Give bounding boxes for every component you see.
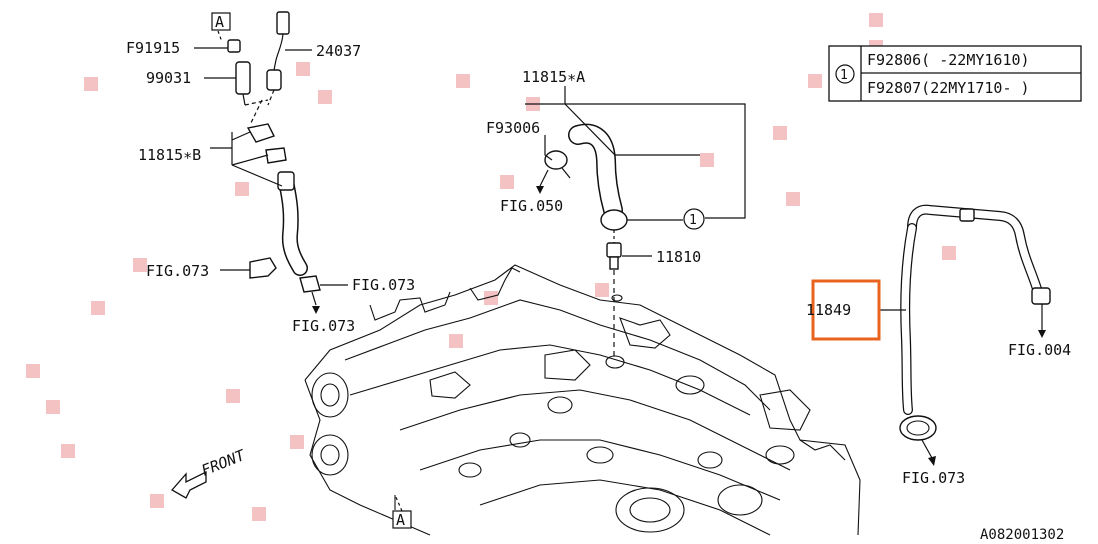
label-11810[interactable]: 11810 bbox=[656, 248, 701, 266]
callout-a-top: A bbox=[215, 13, 224, 31]
diagram-id: A082001302 bbox=[980, 527, 1064, 543]
callout-a-bottom: A bbox=[396, 511, 405, 529]
label-11849[interactable]: 11849 bbox=[806, 301, 851, 319]
left-leader-lines bbox=[194, 47, 348, 286]
label-fig073-center[interactable]: FIG.073 bbox=[352, 276, 415, 294]
engine-block-drawing bbox=[304, 264, 861, 536]
label-fig073-lower[interactable]: FIG.073 bbox=[292, 317, 355, 335]
label-fig073-right[interactable]: FIG.073 bbox=[902, 469, 965, 487]
label-99031[interactable]: 99031 bbox=[146, 69, 191, 87]
label-11815a[interactable]: 11815∗A bbox=[522, 68, 585, 86]
label-11815b[interactable]: 11815∗B bbox=[138, 146, 201, 164]
index-mark-circle bbox=[683, 208, 705, 230]
legend-table: 1 F92806( -22MY1610) F92807(22MY1710- ) bbox=[828, 45, 1082, 102]
index-mark-label: 1 bbox=[689, 213, 697, 228]
front-label: FRONT bbox=[199, 446, 249, 480]
legend-index-mark: 1 bbox=[840, 68, 848, 83]
legend-row-1: F92806( -22MY1610) bbox=[867, 51, 1030, 69]
label-fig073-left[interactable]: FIG.073 bbox=[146, 262, 209, 280]
front-arrow-icon bbox=[170, 470, 207, 499]
highlight-box-11849 bbox=[811, 279, 881, 341]
label-24037[interactable]: 24037 bbox=[316, 42, 361, 60]
left-hose-assembly bbox=[217, 11, 321, 314]
legend-row-2: F92807(22MY1710- ) bbox=[867, 79, 1030, 97]
label-fig050[interactable]: FIG.050 bbox=[500, 197, 563, 215]
label-f93006[interactable]: F93006 bbox=[486, 119, 540, 137]
center-pcv-assembly bbox=[525, 86, 746, 360]
marker-squares bbox=[26, 13, 956, 521]
label-fig004[interactable]: FIG.004 bbox=[1008, 341, 1071, 359]
callout-a-top-box bbox=[211, 12, 231, 31]
label-f91915[interactable]: F91915 bbox=[126, 39, 180, 57]
right-hose-assembly bbox=[880, 204, 1051, 466]
